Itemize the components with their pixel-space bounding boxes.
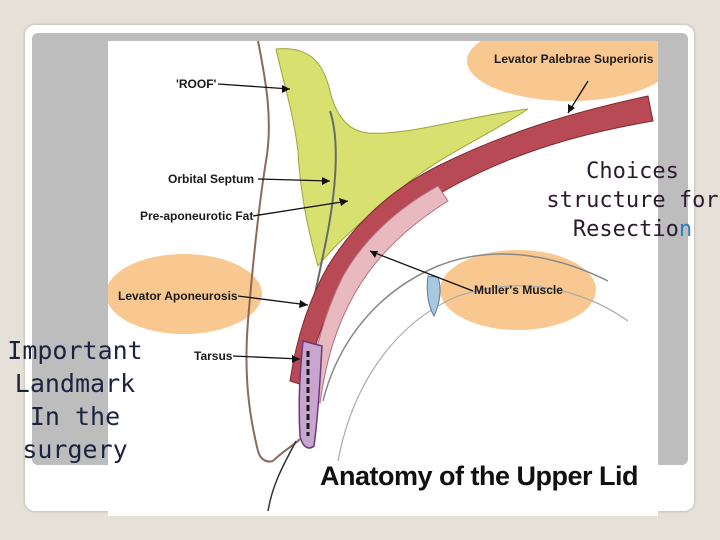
anatomy-illustration <box>108 41 658 512</box>
note-left-line-1: Important <box>7 336 143 365</box>
leader-lines <box>217 80 589 360</box>
label-pre-aponeurotic-fat: Pre-aponeurotic Fat <box>140 209 254 223</box>
highlight-oval-levator-aponeurosis <box>108 254 262 334</box>
label-mullers-muscle: Muller's Muscle <box>474 283 563 297</box>
note-left-line-3: In the <box>29 402 121 431</box>
diagram-caption: Anatomy of the Upper Lid <box>320 461 639 491</box>
note-right-line-3-accent: n <box>678 217 693 242</box>
arrowhead-orbital-septum <box>322 177 330 185</box>
note-right-line-3-main: Resectio <box>572 217 679 242</box>
leader-pre-aponeurotic-fat <box>252 200 349 217</box>
leader-roof <box>217 83 291 90</box>
leader-orbital-septum <box>257 178 331 182</box>
leader-arrowheads <box>282 85 575 363</box>
tarsus-plate <box>298 340 323 449</box>
note-right-line-2: structure for <box>546 188 719 213</box>
levator-muscle <box>289 95 654 387</box>
conjunctiva-curve <box>322 253 609 402</box>
note-right-line-1: Choices <box>586 159 679 184</box>
arrowhead-levator-palebrae <box>568 104 575 113</box>
skin-outline <box>245 41 274 463</box>
eyelash <box>267 440 297 512</box>
label-levator-aponeurosis: Levator Aponeurosis <box>118 289 238 303</box>
globe-curve <box>337 285 629 462</box>
note-right-line-3: Resection <box>545 215 720 244</box>
arrowhead-levator-aponeurosis <box>299 300 308 308</box>
note-left-line-4: surgery <box>22 435 128 464</box>
leader-levator-aponeurosis <box>237 295 309 306</box>
upper-lid-anatomy-figure: 'ROOF' Orbital Septum Pre-aponeurotic Fa… <box>108 41 658 516</box>
leader-mullers-muscle <box>369 250 474 292</box>
note-choices-structure: Choices structure for Resection <box>545 157 720 244</box>
label-orbital-septum: Orbital Septum <box>168 172 255 186</box>
arrowhead-mullers-muscle <box>370 251 378 258</box>
label-roof: 'ROOF' <box>176 77 217 91</box>
leader-tarsus <box>232 355 301 360</box>
lid-margin <box>272 438 301 462</box>
orbital-fat <box>275 48 529 268</box>
arrowhead-pre-aponeurotic-fat <box>339 198 348 206</box>
label-levator-palebrae-superioris: Levator Palebrae Superioris <box>494 52 654 66</box>
arrowhead-tarsus <box>292 355 300 363</box>
mullers-muscle-shape <box>426 275 441 318</box>
note-important-landmark: Important Landmark In the surgery <box>0 334 150 466</box>
highlight-oval-mullers-muscle <box>440 250 596 330</box>
label-tarsus: Tarsus <box>194 349 233 363</box>
note-left-line-2: Landmark <box>14 369 136 398</box>
arrowhead-roof <box>282 85 290 93</box>
highlight-oval-levator-palebrae <box>467 41 658 101</box>
